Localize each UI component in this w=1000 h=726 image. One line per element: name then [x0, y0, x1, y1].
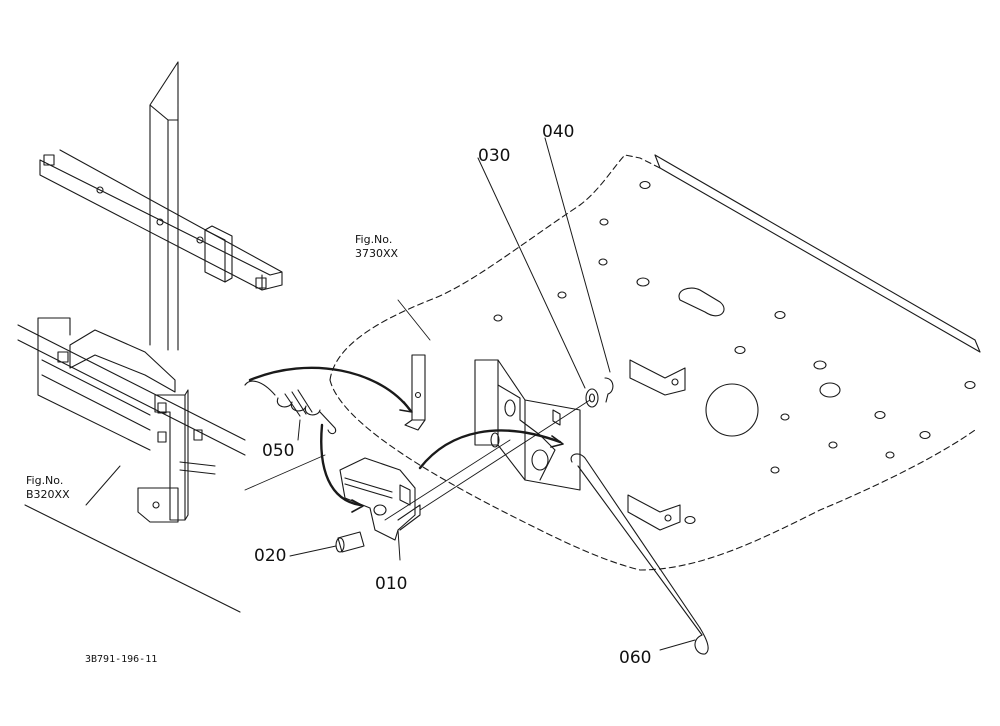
parts-030-040 — [477, 137, 614, 408]
callout-020: 020 — [254, 546, 287, 566]
left-frame-assembly — [17, 61, 283, 613]
callout-050: 050 — [262, 441, 295, 461]
figure-ref-number: B320XX — [26, 487, 70, 501]
figure-ref-3730xx: Fig.No. 3730XX — [355, 233, 398, 261]
callout-040: 040 — [542, 122, 575, 142]
drawing-id: 3B791-196-11 — [85, 654, 158, 665]
figure-ref-label: Fig.No. — [26, 474, 64, 487]
mounting-bracket — [474, 359, 581, 491]
figure-ref-number: 3730XX — [355, 246, 399, 260]
figure-ref-label: Fig.No. — [355, 233, 393, 246]
callout-060: 060 — [619, 648, 652, 668]
figure-ref-b320xx: Fig.No. B320XX — [26, 474, 70, 502]
part-050-spring — [244, 380, 337, 441]
part-010-lever — [339, 457, 421, 561]
floor-plate — [329, 154, 981, 571]
part-020-pin — [289, 531, 365, 557]
callout-010: 010 — [375, 574, 408, 594]
callout-030: 030 — [478, 146, 511, 166]
assembly-guides — [244, 299, 591, 521]
assembly-arrows — [248, 366, 564, 513]
part-060-rod — [570, 453, 709, 655]
